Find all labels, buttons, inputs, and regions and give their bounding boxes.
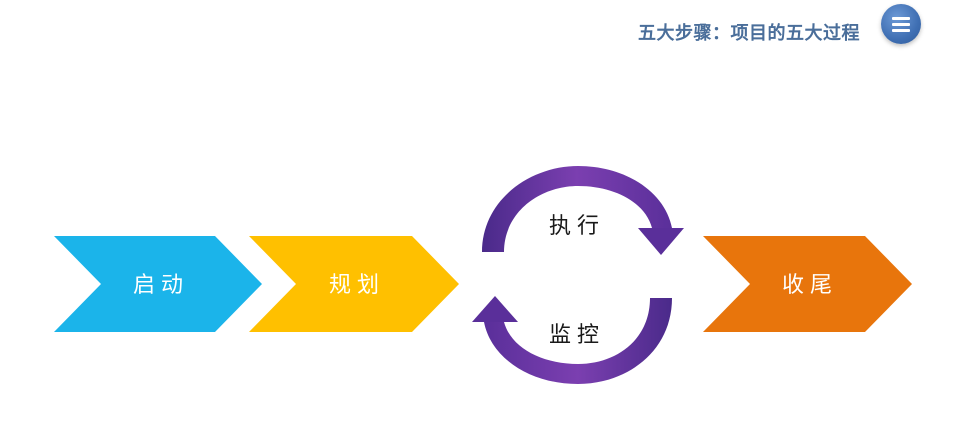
step-initiate-label: 启动 [133, 273, 189, 298]
chevron-plan [249, 236, 459, 332]
execute-monitor-cycle: 执行 监控 [472, 166, 684, 384]
cycle-arrowhead-down [638, 228, 684, 255]
cycle-arrow-bottom [484, 298, 672, 384]
cycle-arrow-top [482, 166, 672, 252]
page-title: 五大步骤：项目的五大过程 [638, 23, 860, 44]
step-plan: 规划 [249, 236, 459, 332]
chevron-close [703, 236, 912, 332]
step-monitor-label: 监控 [549, 323, 605, 348]
step-close: 收尾 [703, 236, 912, 332]
chevron-initiate [54, 236, 262, 332]
cycle-arrowhead-up [472, 296, 518, 322]
menu-button[interactable] [881, 4, 921, 44]
step-close-label: 收尾 [782, 273, 838, 298]
step-execute-label: 执行 [549, 214, 605, 239]
step-plan-label: 规划 [329, 273, 385, 298]
step-initiate: 启动 [54, 236, 262, 332]
